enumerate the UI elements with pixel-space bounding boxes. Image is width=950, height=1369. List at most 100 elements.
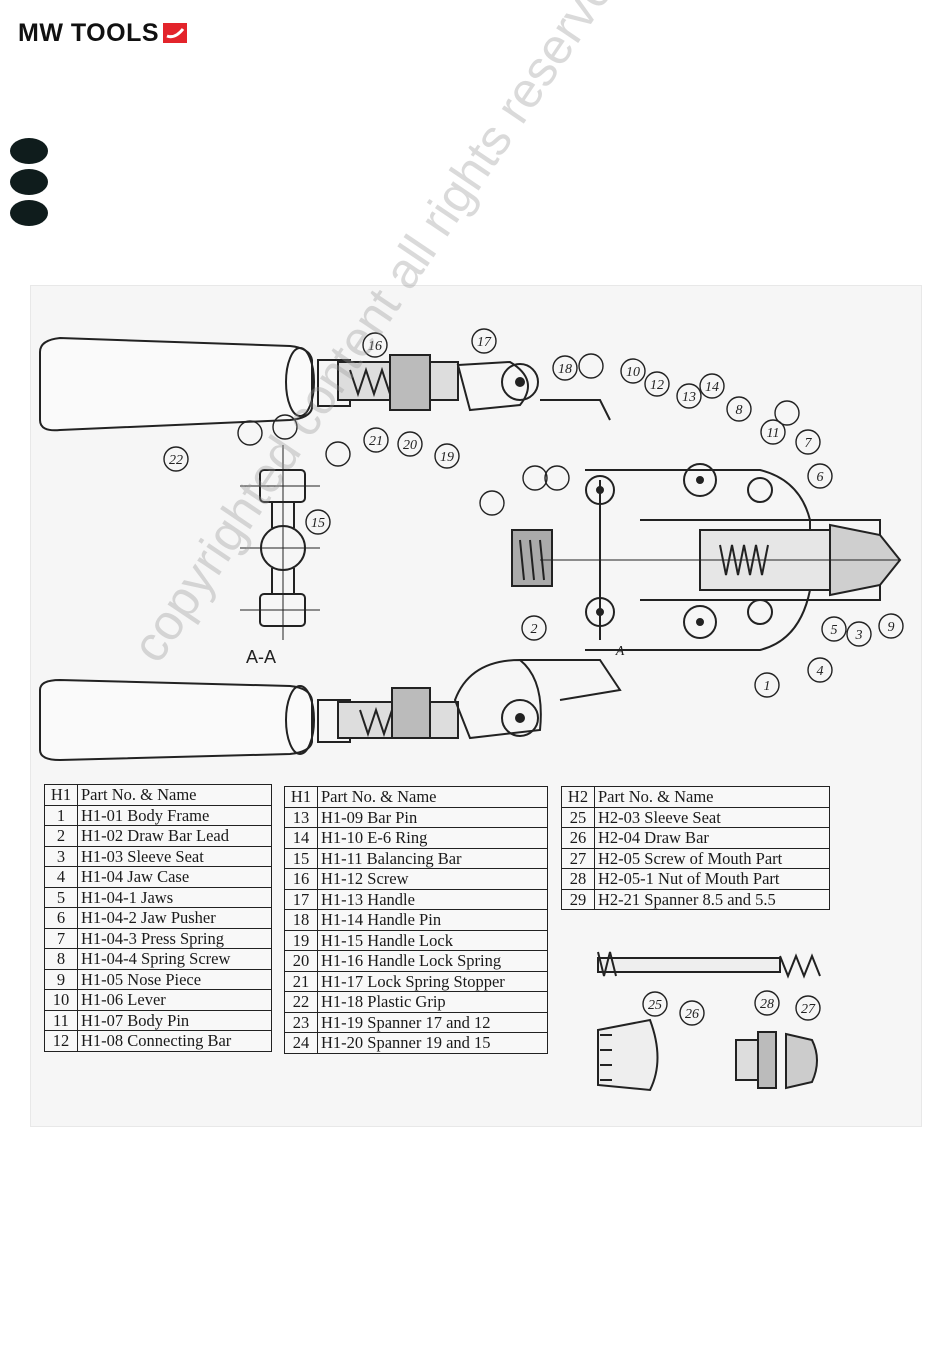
part-name: H1-04-2 Jaw Pusher (77, 907, 272, 929)
part-name: H1-14 Handle Pin (317, 909, 548, 931)
part-name: H1-12 Screw (317, 868, 548, 890)
callout-label: 11 (767, 426, 780, 441)
part-number: 25 (561, 806, 595, 828)
part-number: 11 (44, 1009, 78, 1031)
part-name: H1-17 Lock Spring Stopper (317, 970, 548, 992)
part-number: 5 (44, 886, 78, 908)
brand-header: MW TOOLS (18, 18, 188, 48)
part-number: 3 (44, 845, 78, 867)
part-number: 1 (44, 804, 78, 826)
part-name: H1-18 Plastic Grip (317, 991, 548, 1013)
part-number: 2 (44, 825, 78, 847)
callout-label: 5 (831, 623, 838, 638)
part-name: H1-06 Lever (77, 989, 272, 1011)
callout-label: 12 (650, 378, 664, 393)
part-number: 18 (284, 909, 318, 931)
callout-label: 22 (169, 453, 183, 468)
header-group: H1 (284, 786, 318, 808)
part-number: 6 (44, 907, 78, 929)
header-group: H2 (561, 786, 595, 808)
part-name: H1-08 Connecting Bar (77, 1030, 272, 1052)
callout-label: 17 (477, 335, 492, 350)
callout-label: A (615, 644, 625, 659)
part-number: 14 (284, 827, 318, 849)
part-number: 15 (284, 847, 318, 869)
callout-label: 6 (817, 470, 824, 485)
part-number: 26 (561, 827, 595, 849)
section-label: A-A (246, 647, 277, 667)
callout-label: 20 (403, 438, 417, 453)
header-part-name: Part No. & Name (317, 786, 548, 808)
part-name: H2-03 Sleeve Seat (594, 806, 830, 828)
part-name: H2-04 Draw Bar (594, 827, 830, 849)
callout-label: 15 (311, 516, 325, 531)
callout-label: 7 (805, 436, 813, 451)
part-number: 19 (284, 929, 318, 951)
part-number: 29 (561, 888, 595, 910)
part-name: H1-09 Bar Pin (317, 806, 548, 828)
part-name: H1-01 Body Frame (77, 804, 272, 826)
part-name: H1-04-4 Spring Screw (77, 948, 272, 970)
part-number: 28 (561, 868, 595, 890)
part-number: 4 (44, 866, 78, 888)
part-name: H2-05 Screw of Mouth Part (594, 847, 830, 869)
brand-logo-text: MW TOOLS (18, 18, 160, 47)
part-number: 20 (284, 950, 318, 972)
part-number: 9 (44, 968, 78, 990)
part-name: H1-04 Jaw Case (77, 866, 272, 888)
part-name: H1-10 E-6 Ring (317, 827, 548, 849)
header-part-name: Part No. & Name (77, 784, 272, 806)
part-name: H1-11 Balancing Bar (317, 847, 548, 869)
part-number: 21 (284, 970, 318, 992)
callout-label: 18 (558, 362, 572, 377)
header-part-name: Part No. & Name (594, 786, 830, 808)
part-name: H1-13 Handle (317, 888, 548, 910)
part-number: 16 (284, 868, 318, 890)
part-name: H1-07 Body Pin (77, 1009, 272, 1031)
part-number: 13 (284, 806, 318, 828)
part-name: H1-05 Nose Piece (77, 968, 272, 990)
callout-label: 14 (705, 380, 719, 395)
part-name: H1-02 Draw Bar Lead (77, 825, 272, 847)
callout-label: 16 (368, 339, 382, 354)
part-name: H1-20 Spanner 19 and 15 (317, 1032, 548, 1054)
header-group: H1 (44, 784, 78, 806)
callout-label: 28 (760, 997, 774, 1012)
part-number: 8 (44, 948, 78, 970)
callout-label: 1 (764, 679, 771, 694)
callout-label: 2 (531, 622, 538, 637)
part-number: 24 (284, 1032, 318, 1054)
part-name: H2-21 Spanner 8.5 and 5.5 (594, 888, 830, 910)
brand-logo-mark (163, 23, 188, 43)
